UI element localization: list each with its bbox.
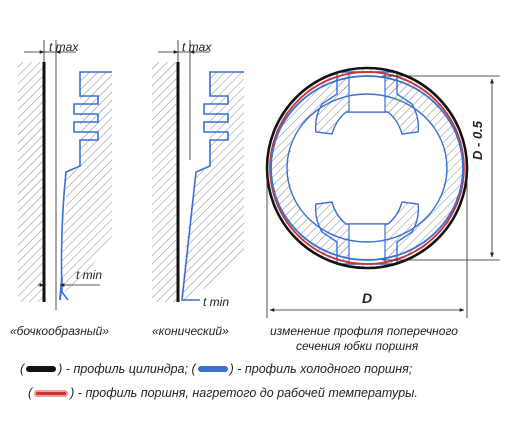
caption-barrel: «бочкообразный» [10,324,109,338]
cylinder-wall-hatch-mid [152,62,178,302]
legend-hot-swatch [34,389,69,397]
barrel-profile [18,40,112,310]
piston-hatch-left [61,72,112,292]
legend-cold-swatch [197,366,228,372]
legend-row-2: ( ) - профиль поршня, нагретого до рабоч… [28,386,418,400]
caption-section-line1: изменение профиля поперечного [270,324,458,338]
tmax-label-left: t max [49,40,79,54]
legend-cold-text: ) - профиль холодного поршня; [229,362,413,376]
legend-open-2: ( [28,386,33,400]
tmin-label-left: t min [76,268,103,282]
legend-row-1: ( ) - профиль цилиндра; ( ) - профиль хо… [20,362,412,376]
tmax-label-mid: t max [182,40,212,54]
hot-piston-circle [269,71,465,265]
skirt-cross-section [265,66,500,318]
piston-hatch-mid [182,72,244,300]
tmin-label-mid: t min [203,295,230,309]
diameter-minus-label: D - 0.5 [470,120,485,160]
legend-hot-text: ) - профиль поршня, нагретого до рабочей… [70,386,418,400]
cold-piston-line-left [60,71,112,301]
caption-conical: «конический» [152,324,229,338]
diameter-label: D [362,290,373,306]
cylinder-wall-hatch-left [18,62,44,302]
caption-section-line2: сечения юбки поршня [296,339,419,353]
legend-open-1: ( [20,362,25,376]
legend-cylinder-swatch [26,366,57,372]
cylinder-circle [265,66,469,270]
cold-piston-ellipse [270,75,464,261]
conical-profile [152,40,244,302]
legend-cylinder-text: ) - профиль цилиндра; ( [58,362,196,376]
cold-piston-line-mid [181,71,244,301]
